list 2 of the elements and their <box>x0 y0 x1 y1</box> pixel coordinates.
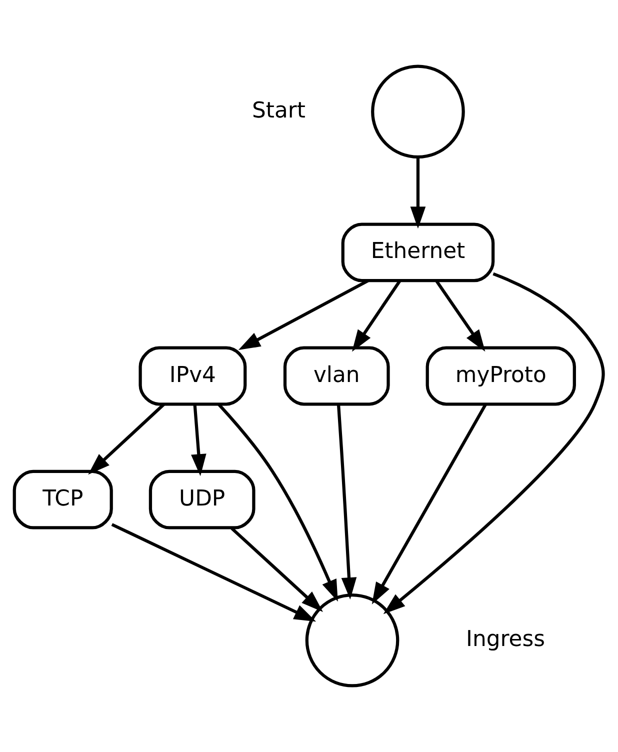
node-label: Ingress <box>466 627 546 652</box>
node-label: Start <box>252 98 306 124</box>
